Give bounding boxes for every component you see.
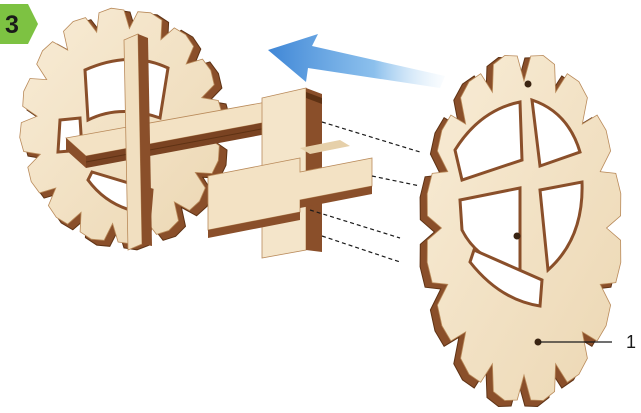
cross-plate bbox=[123, 33, 152, 251]
part-callout: 1 bbox=[540, 332, 636, 352]
callout-label: 1 bbox=[626, 332, 636, 352]
assembly-direction-arrow-icon bbox=[268, 34, 445, 88]
step-badge: 3 bbox=[0, 4, 38, 44]
step-number: 3 bbox=[5, 11, 19, 39]
cross-key bbox=[207, 140, 373, 238]
step-badge-shape bbox=[0, 4, 38, 44]
gear-wheel-part bbox=[419, 55, 622, 408]
gear-axle-assembly bbox=[19, 7, 373, 259]
right-gear-cutouts bbox=[453, 80, 584, 346]
alignment-guides bbox=[309, 121, 421, 263]
left-gear-face bbox=[19, 7, 223, 245]
